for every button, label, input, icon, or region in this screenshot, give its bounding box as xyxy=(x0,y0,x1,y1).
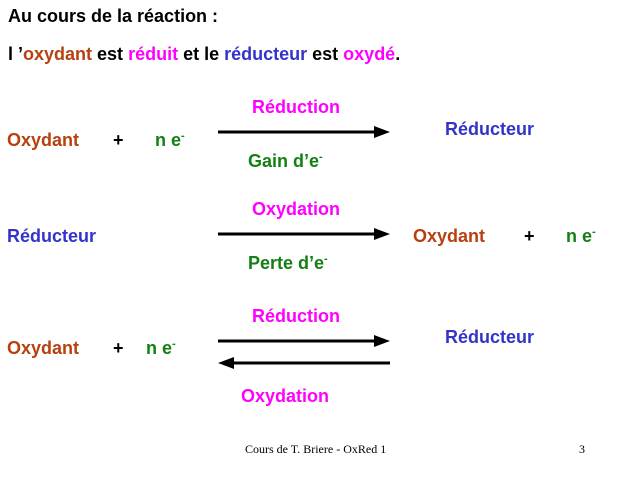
electron-charge: - xyxy=(319,151,323,163)
page-number: 3 xyxy=(579,442,585,456)
arrow-head xyxy=(374,126,390,138)
eq3-reduction-label: Réduction xyxy=(252,306,340,326)
word-oxyde: oxydé xyxy=(343,44,396,64)
sentence-part: est xyxy=(307,44,344,64)
arrow-head xyxy=(218,357,234,369)
eq3-reducteur: Réducteur xyxy=(445,327,535,347)
word-reduit: réduit xyxy=(128,44,179,64)
eq2-reducteur: Réducteur xyxy=(7,226,97,246)
gain-text: Gain d’e xyxy=(248,151,320,171)
arrow-head xyxy=(374,228,390,240)
eq3-oxydant: Oxydant xyxy=(7,338,80,358)
eq2-forward-arrow xyxy=(218,228,390,240)
definition-sentence: l ’oxydant est réduit et le réducteur es… xyxy=(8,44,400,65)
eq2-oxydant: Oxydant xyxy=(413,226,486,246)
electron-charge: - xyxy=(172,338,176,350)
eq1-forward-arrow xyxy=(218,126,390,138)
sentence-part: et le xyxy=(178,44,225,64)
footer-text: Cours de T. Briere - OxRed 1 xyxy=(245,442,387,456)
eq1-process-label: Réduction xyxy=(252,97,340,117)
electron-charge: - xyxy=(592,226,596,238)
eq2-plus: + xyxy=(524,226,535,246)
eq1-plus: + xyxy=(113,130,124,150)
word-oxydant: oxydant xyxy=(23,44,93,64)
eq2-electrons: n e- xyxy=(566,226,596,247)
eq3-oxidation-label: Oxydation xyxy=(241,386,330,406)
eq2-process-label: Oxydation xyxy=(252,199,341,219)
eq1-oxydant: Oxydant xyxy=(7,130,80,150)
sentence-part: est xyxy=(92,44,129,64)
electron-charge: - xyxy=(324,253,328,265)
sentence-part: . xyxy=(395,44,401,64)
eq3-plus: + xyxy=(113,338,124,358)
eq1-reducteur: Réducteur xyxy=(445,119,535,139)
eq3-forward-arrow xyxy=(218,335,390,347)
eq3-electrons: n e- xyxy=(146,338,176,359)
loss-text: Perte d’e xyxy=(248,253,325,273)
arrow-head xyxy=(374,335,390,347)
slide-title: Au cours de la réaction : xyxy=(8,6,219,26)
electron-text: n e xyxy=(566,226,593,246)
eq2-electron-label: Perte d’e- xyxy=(248,253,328,274)
electron-text: n e xyxy=(155,130,182,150)
eq1-electron-label: Gain d’e- xyxy=(248,151,323,172)
eq1-electrons: n e- xyxy=(155,130,185,151)
electron-text: n e xyxy=(146,338,173,358)
word-reducteur: réducteur xyxy=(224,44,308,64)
electron-charge: - xyxy=(181,130,185,142)
sentence-part: l ’ xyxy=(8,44,24,64)
eq3-backward-arrow xyxy=(218,357,390,369)
